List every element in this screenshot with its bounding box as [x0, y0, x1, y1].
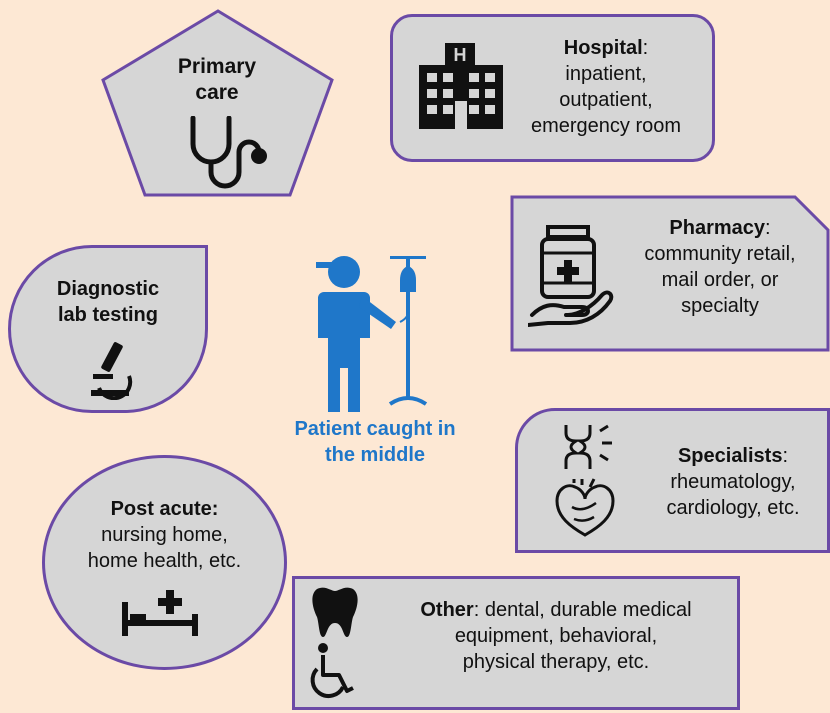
hospital-building-icon: H	[417, 41, 507, 131]
tooth-icon	[311, 585, 359, 639]
primary-care-title: Primary care	[177, 55, 257, 104]
post-acute-node: Post acute: nursing home, home health, e…	[42, 455, 287, 670]
pharmacy-line-2: mail order, or	[661, 269, 779, 291]
hospital-text: Hospital: inpatient, outpatient, emergen…	[511, 35, 701, 139]
svg-text:H: H	[454, 45, 467, 65]
specialists-line-1: rheumatology,	[670, 471, 796, 493]
diagnostic-text: Diagnostic lab testing	[11, 276, 205, 328]
other-text: Other: dental, durable medical equipment…	[381, 597, 731, 675]
post-acute-line-2: home health, etc.	[87, 550, 242, 572]
wheelchair-icon	[309, 643, 361, 701]
other-line-0: : dental, durable medical	[473, 599, 692, 621]
patient-line-1: Patient caught in	[294, 418, 456, 440]
specialists-text: Specialists: rheumatology, cardiology, e…	[638, 443, 828, 521]
hospital-title-colon: :	[642, 37, 649, 59]
post-acute-line-1: nursing home,	[101, 524, 228, 546]
pharmacy-line-3: specialty	[681, 295, 759, 317]
other-card: Other: dental, durable medical equipment…	[292, 576, 740, 710]
diagnostic-node: Diagnostic lab testing	[8, 245, 208, 413]
primary-care-node: Primary care	[100, 8, 335, 198]
specialists-title-colon: :	[782, 445, 789, 467]
medicine-bottle-hand-icon	[528, 223, 618, 328]
specialists-line-2: cardiology, etc.	[666, 497, 800, 519]
pentagon-shape	[101, 9, 334, 197]
other-line-1: equipment, behavioral,	[454, 625, 658, 647]
pharmacy-line-1: community retail,	[644, 243, 796, 265]
patient-iv-drip-icon	[310, 252, 440, 412]
hospital-card: H Hospital: inpatient, outpatient, emerg…	[390, 14, 715, 162]
other-line-2: physical therapy, etc.	[462, 651, 650, 673]
other-title: Other	[420, 599, 474, 621]
pharmacy-text: Pharmacy: community retail, mail order, …	[615, 215, 825, 319]
joint-icon	[556, 421, 616, 477]
hospital-bed-icon	[120, 588, 200, 638]
patient-label: Patient caught in the middle	[275, 416, 475, 468]
stethoscope-icon	[185, 116, 275, 196]
specialists-title: Specialists	[677, 445, 783, 467]
pharmacy-card: Pharmacy: community retail, mail order, …	[510, 195, 830, 352]
microscope-icon	[89, 340, 135, 400]
hospital-line-3: emergency room	[530, 115, 682, 137]
diagnostic-line-1: Diagnostic	[56, 278, 160, 300]
post-acute-text: Post acute: nursing home, home health, e…	[45, 496, 284, 574]
pharmacy-title: Pharmacy	[669, 217, 766, 239]
hospital-title: Hospital	[563, 37, 643, 59]
post-acute-title: Post acute:	[110, 498, 219, 520]
diagnostic-line-2: lab testing	[57, 304, 158, 326]
hospital-line-1: inpatient,	[565, 63, 647, 85]
patient-line-2: the middle	[324, 444, 425, 466]
heart-icon	[554, 477, 616, 539]
pharmacy-title-colon: :	[765, 217, 771, 239]
hospital-line-2: outpatient,	[559, 89, 653, 111]
pharmacy-card-shape	[510, 195, 830, 352]
specialists-card: Specialists: rheumatology, cardiology, e…	[515, 408, 830, 553]
